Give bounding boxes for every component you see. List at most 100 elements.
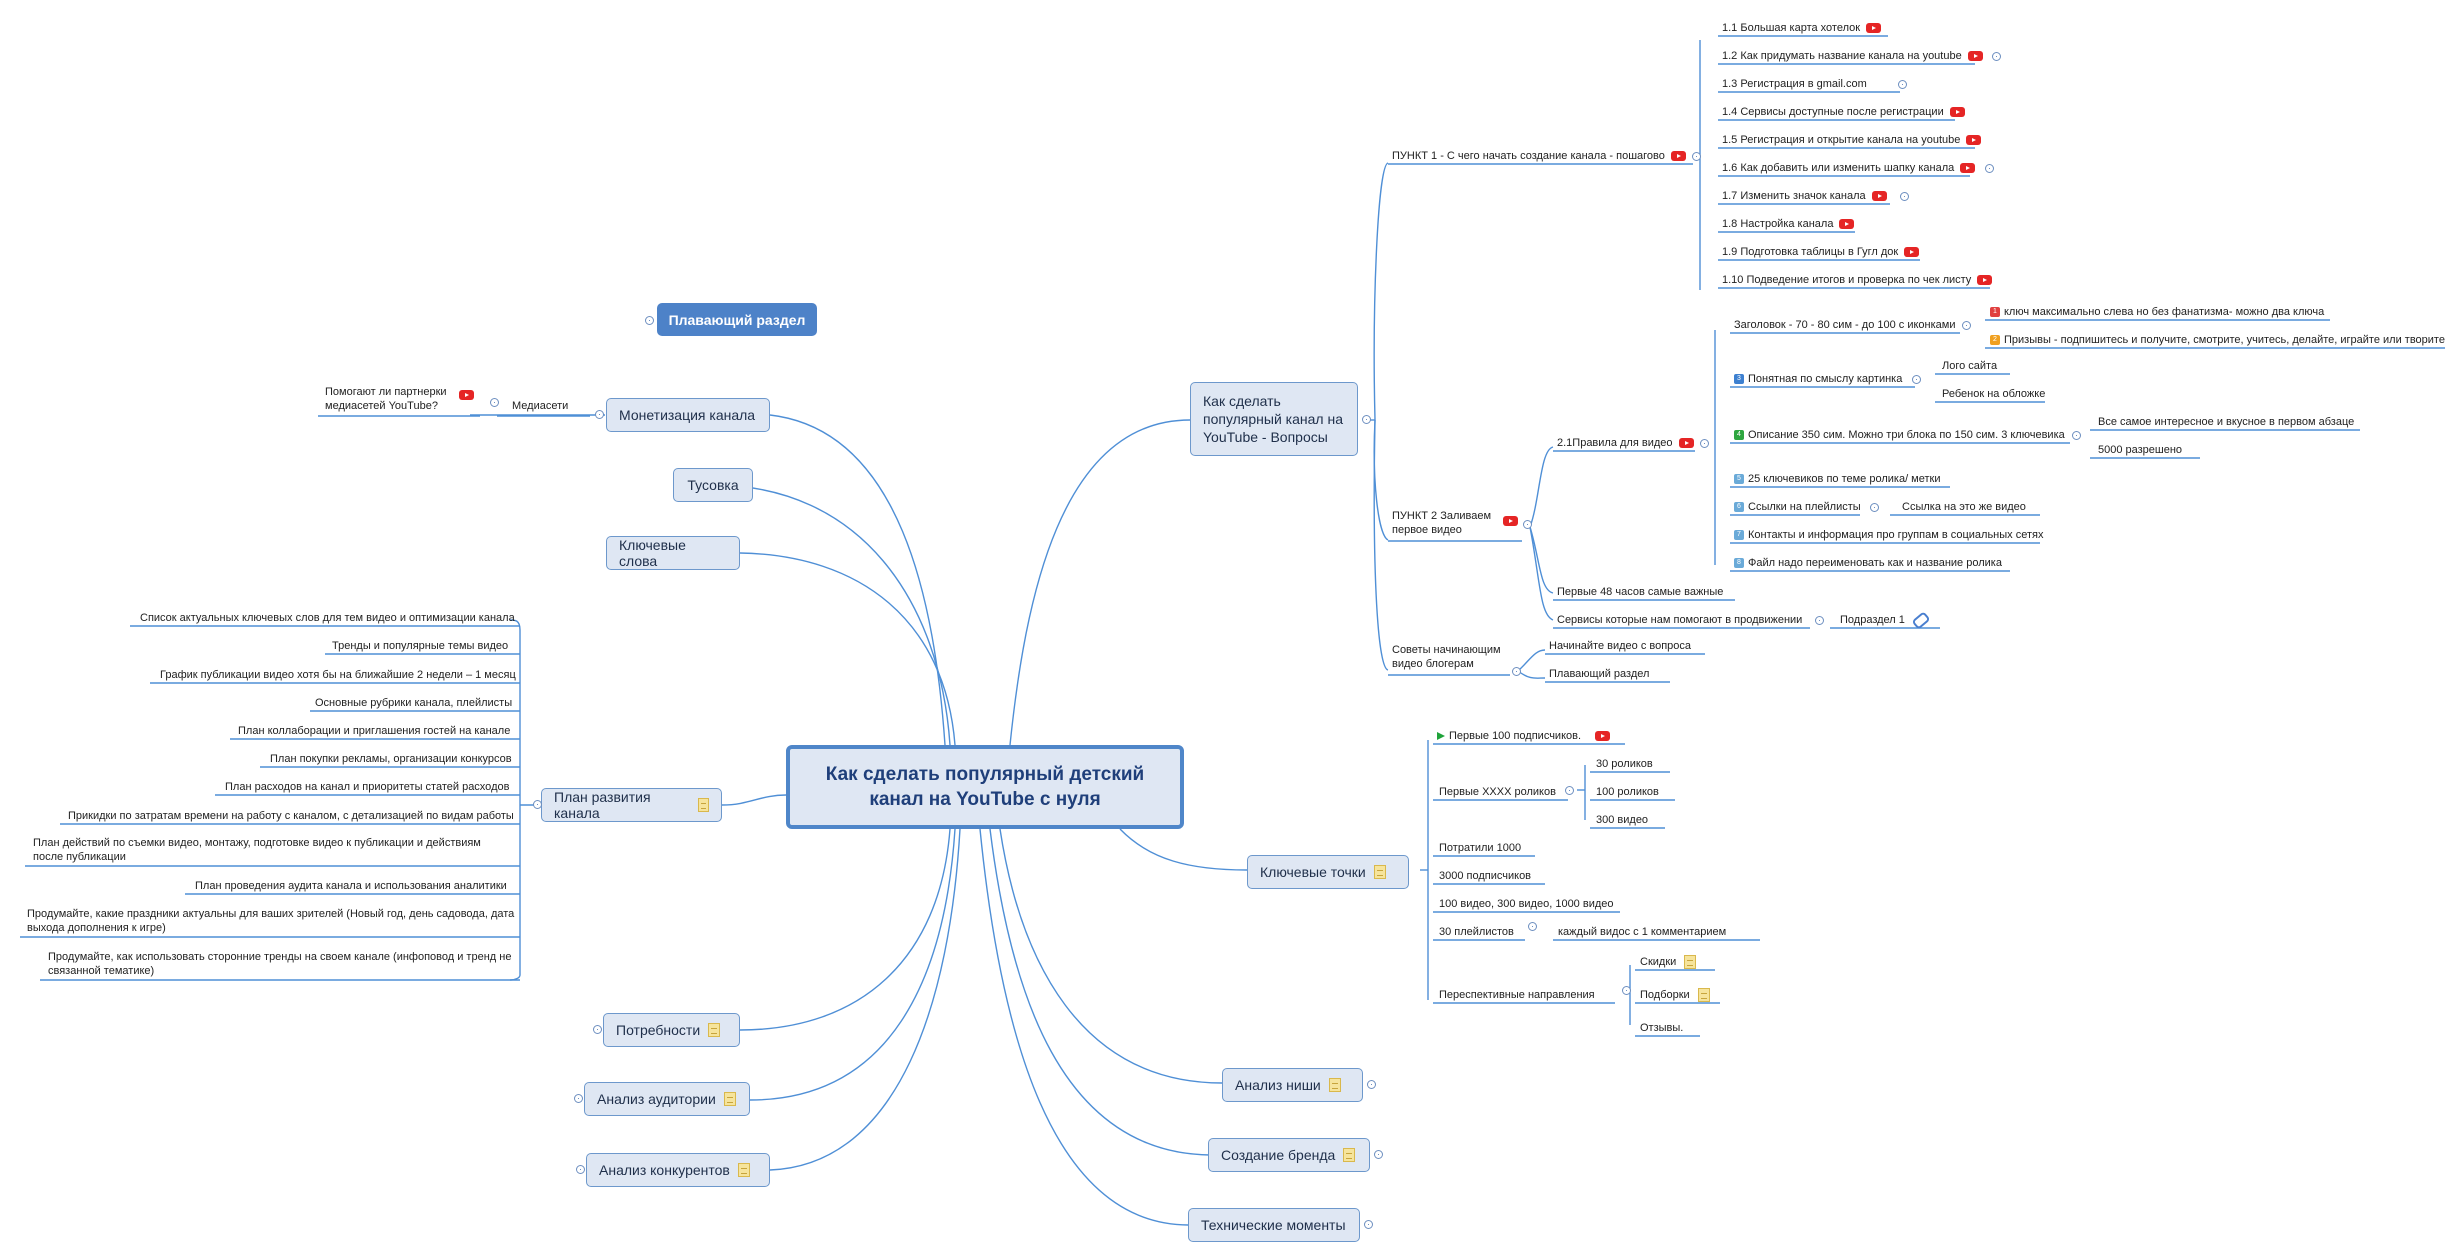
topic-tech[interactable]: Технические моменты: [1188, 1208, 1360, 1242]
expand-icon[interactable]: [1992, 52, 2001, 61]
plan-item: Тренды и популярные темы видео: [332, 640, 509, 652]
p1-item: 1.9 Подготовка таблицы в Гугл док: [1722, 245, 1920, 259]
p1-item: 1.1 Большая карта хотелок: [1722, 21, 1882, 35]
priority-2-icon: 2: [1990, 335, 2000, 346]
note-icon[interactable]: [708, 1023, 721, 1037]
p1-item: 1.2 Как придумать название канала на you…: [1722, 49, 1983, 63]
note-icon[interactable]: [737, 1163, 750, 1177]
topic-competitors[interactable]: Анализ конкурентов: [586, 1153, 770, 1187]
youtube-icon[interactable]: [1871, 191, 1887, 202]
collapse-icon[interactable]: [1815, 616, 1824, 625]
topic-milestones-label: Ключевые точки: [1260, 864, 1366, 880]
note-icon[interactable]: [1684, 955, 1697, 970]
topic-audience[interactable]: Анализ аудитории: [584, 1082, 750, 1116]
flag-icon: [1437, 732, 1445, 741]
priority-7-icon: 7: [1734, 530, 1744, 541]
youtube-icon[interactable]: [459, 390, 474, 400]
topic-faq[interactable]: Как сделать популярный канал на YouTube …: [1190, 382, 1358, 456]
collapse-icon[interactable]: [1912, 375, 1921, 384]
p1-item: 1.7 Изменить значок канала: [1722, 189, 1887, 203]
youtube-icon[interactable]: [1977, 275, 1993, 286]
priority-5-icon: 5: [1734, 474, 1744, 485]
plan-item: План коллаборации и приглашения гостей н…: [238, 725, 511, 737]
youtube-icon[interactable]: [1866, 23, 1882, 34]
expand-icon[interactable]: [574, 1094, 583, 1103]
expand-icon[interactable]: [1985, 164, 1994, 173]
topic-competitors-label: Анализ конкурентов: [599, 1162, 730, 1178]
topic-plan[interactable]: План развития канала: [541, 788, 722, 822]
note-icon[interactable]: [1373, 865, 1386, 879]
expand-icon[interactable]: [1367, 1080, 1376, 1089]
collapse-icon[interactable]: [490, 398, 499, 407]
expand-icon[interactable]: [593, 1025, 602, 1034]
plan-item: План покупки рекламы, организации конкур…: [270, 753, 512, 765]
youtube-icon[interactable]: [1595, 731, 1611, 742]
expand-icon[interactable]: [1898, 80, 1907, 89]
ms-x300: 300 видео: [1596, 814, 1649, 826]
collapse-icon[interactable]: [1692, 152, 1701, 161]
rule-thumb-b: Ребенок на обложке: [1942, 388, 2046, 400]
collapse-icon[interactable]: [1512, 667, 1521, 676]
topic-needs[interactable]: Потребности: [603, 1013, 740, 1047]
youtube-icon[interactable]: [1949, 107, 1965, 118]
topic-milestones[interactable]: Ключевые точки: [1247, 855, 1409, 889]
topic-party[interactable]: Тусовка: [673, 468, 753, 502]
topic-plan-label: План развития канала: [554, 789, 651, 821]
tips-a: Начинайте видео с вопроса: [1549, 640, 1692, 652]
plan-item: План действий по съемки видео, монтажу, …: [33, 837, 481, 863]
expand-icon[interactable]: [1900, 192, 1909, 201]
p1-item: 1.10 Подведение итогов и проверка по чек…: [1722, 273, 1993, 287]
plan-item: Продумайте, как использовать сторонние т…: [48, 951, 512, 977]
youtube-icon[interactable]: [1503, 516, 1518, 526]
ms-spent: Потратили 1000: [1439, 842, 1522, 854]
topic-brand[interactable]: Создание бренда: [1208, 1138, 1370, 1172]
collapse-icon[interactable]: [1870, 503, 1879, 512]
floating-topic[interactable]: Плавающий раздел: [657, 303, 817, 336]
topic-tech-label: Технические моменты: [1201, 1217, 1346, 1233]
youtube-icon[interactable]: [1904, 247, 1920, 258]
collapse-icon[interactable]: [1565, 786, 1574, 795]
collapse-icon[interactable]: [1622, 986, 1631, 995]
collapse-icon[interactable]: [533, 800, 542, 809]
youtube-icon[interactable]: [1966, 135, 1982, 146]
note-icon[interactable]: [1328, 1078, 1341, 1092]
plan-item: План расходов на канал и приоритеты стат…: [225, 781, 510, 793]
tips-b: Плавающий раздел: [1549, 668, 1650, 680]
collapse-icon[interactable]: [1700, 439, 1709, 448]
note-icon[interactable]: [1697, 988, 1710, 1003]
central-topic[interactable]: Как сделать популярный детский канал на …: [786, 745, 1184, 829]
p1-item: 1.8 Настройка канала: [1722, 217, 1855, 231]
p2-services: Сервисы которые нам помогают в продвижен…: [1557, 614, 1803, 626]
p1-label: ПУНКТ 1 - С чего начать создание канала …: [1392, 149, 1686, 163]
topic-monetization[interactable]: Монетизация канала: [606, 398, 770, 432]
note-icon[interactable]: [723, 1092, 736, 1106]
ms-pl30: 30 плейлистов: [1439, 926, 1514, 938]
note-icon[interactable]: [1343, 1148, 1356, 1162]
expand-icon[interactable]: [1364, 1220, 1373, 1229]
collapse-icon[interactable]: [1523, 520, 1532, 529]
youtube-icon[interactable]: [1960, 163, 1976, 174]
rule-desc-b: 5000 разрешено: [2098, 444, 2183, 456]
topic-keywords[interactable]: Ключевые слова: [606, 536, 740, 570]
topic-niche[interactable]: Анализ ниши: [1222, 1068, 1363, 1102]
youtube-icon[interactable]: [1839, 219, 1855, 230]
collapse-icon[interactable]: [595, 410, 604, 419]
expand-icon[interactable]: [1374, 1150, 1383, 1159]
p2-sub1: Подраздел 1: [1840, 610, 1931, 630]
expand-icon[interactable]: [645, 316, 654, 325]
collapse-icon[interactable]: [2072, 431, 2081, 440]
plan-item: Список актуальных ключевых слов для тем …: [140, 612, 515, 624]
expand-icon[interactable]: [576, 1165, 585, 1174]
collapse-icon[interactable]: [1528, 922, 1537, 931]
collapse-icon[interactable]: [1362, 415, 1371, 424]
youtube-icon[interactable]: [1670, 151, 1686, 162]
collapse-icon[interactable]: [1962, 321, 1971, 330]
ms-persp-c: Отзывы.: [1640, 1022, 1684, 1034]
youtube-icon[interactable]: [1967, 51, 1983, 62]
youtube-icon[interactable]: [1678, 438, 1694, 449]
link-icon[interactable]: [1911, 610, 1931, 630]
note-icon[interactable]: [697, 798, 709, 812]
